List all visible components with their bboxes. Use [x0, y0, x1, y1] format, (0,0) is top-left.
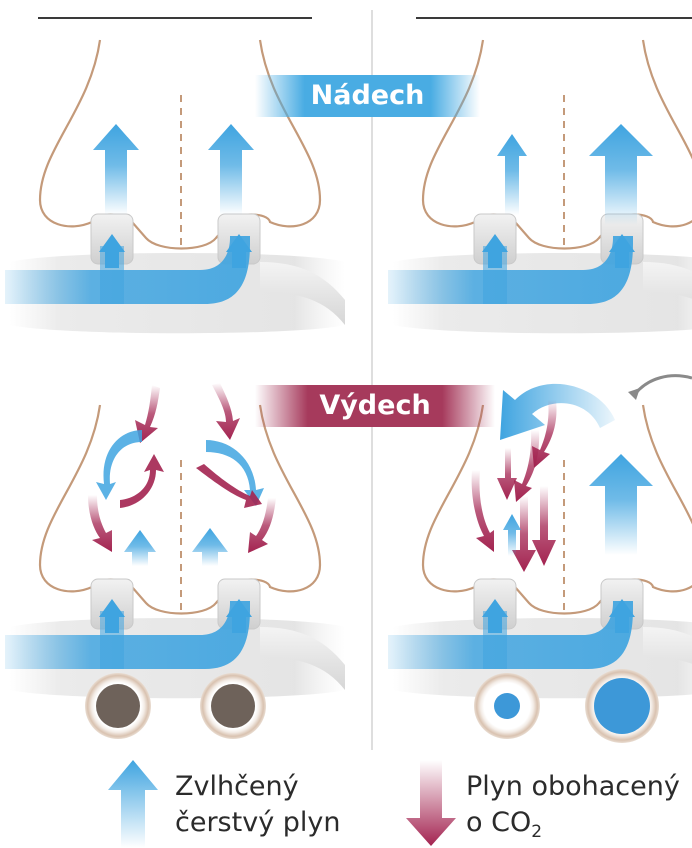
down-arrow: [497, 448, 517, 500]
down-arrow: [248, 498, 276, 553]
down-arrow: [532, 486, 556, 566]
nostril-circle-core: [211, 684, 255, 728]
up-arrow: [192, 528, 228, 566]
up-arrow: [124, 530, 156, 566]
nostril-circle-core: [494, 693, 520, 719]
up-arrow: [589, 124, 653, 225]
curved-arrow: [120, 454, 164, 508]
panel-exhale-left: [5, 383, 345, 698]
arrow-head: [628, 388, 640, 400]
nostril-circle-core: [96, 684, 140, 728]
up-arrow: [589, 454, 653, 555]
legend-fresh-gas-line1: Zvlhčený: [175, 770, 299, 804]
legend-down-arrow-icon: [406, 760, 456, 846]
curved-arrow: [500, 384, 615, 440]
legend-co2-line1: Plyn obohacený: [466, 770, 680, 804]
up-arrow: [497, 134, 527, 215]
exhale-label: Výdech: [255, 389, 495, 423]
up-arrow: [93, 124, 139, 215]
down-arrow: [212, 383, 240, 440]
up-arrow: [503, 514, 521, 556]
curved-arrow: [96, 430, 142, 500]
down-arrow: [472, 470, 494, 552]
legend-fresh-gas-line2: čerstvý plyn: [175, 806, 340, 840]
down-arrow: [88, 495, 112, 552]
nostril-circle-core: [594, 678, 650, 734]
inhale-label: Nádech: [255, 79, 480, 113]
legend-up-arrow-icon: [108, 760, 158, 848]
legend-co2-line2: o CO2: [466, 806, 542, 840]
curved-arrow: [635, 376, 692, 394]
up-arrow: [208, 124, 254, 215]
